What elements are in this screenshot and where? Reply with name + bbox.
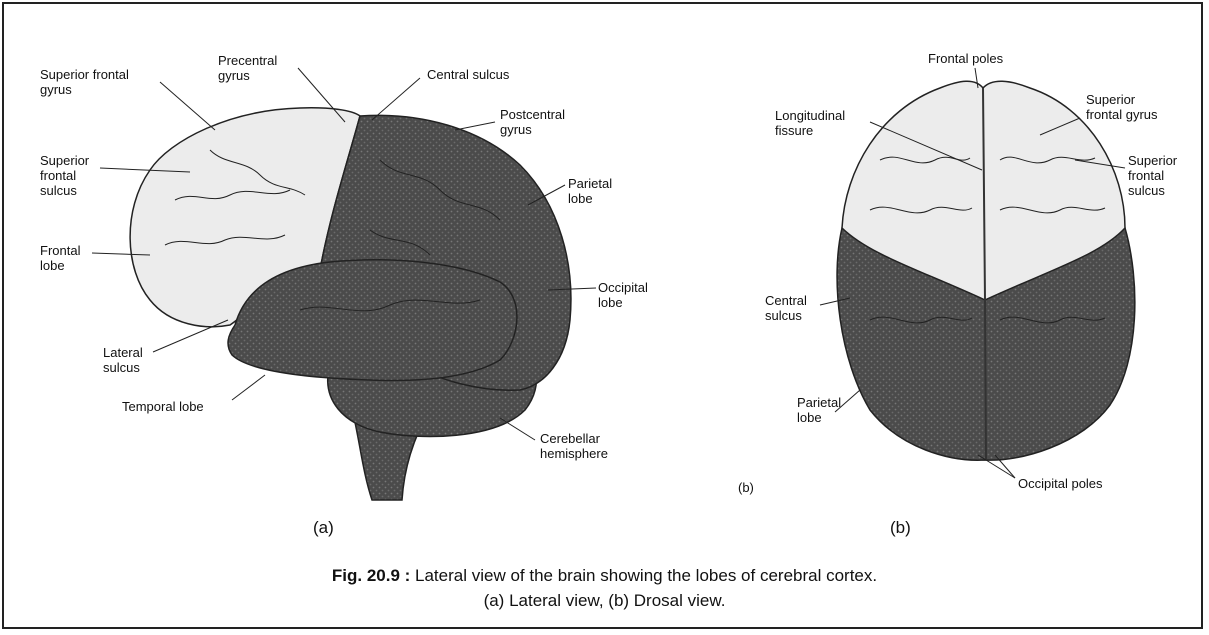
label-line: gyrus: [40, 82, 72, 97]
label-line: gyrus: [500, 122, 532, 137]
label-line: sulcus: [103, 360, 140, 375]
label-line: Superior: [1128, 153, 1178, 168]
label-line: Parietal: [797, 395, 841, 410]
label-line: lobe: [568, 191, 593, 206]
label-line: gyrus: [218, 68, 250, 83]
label-line: Central sulcus: [427, 67, 510, 82]
label-frontal-poles: Frontal poles: [928, 51, 1004, 66]
label-line: Longitudinal: [775, 108, 845, 123]
label-line: Frontal: [40, 243, 81, 258]
label-line: sulcus: [1128, 183, 1165, 198]
label-line: fissure: [775, 123, 813, 138]
lateral-view-brain: [130, 108, 571, 500]
label-line: frontal: [40, 168, 76, 183]
figure-caption-line-2: (a) Lateral view, (b) Drosal view.: [0, 591, 1209, 611]
label-line: Cerebellar: [540, 431, 601, 446]
label-central-sulcus: Central sulcus: [427, 67, 510, 82]
label-line: Parietal: [568, 176, 612, 191]
label-line: Central: [765, 293, 807, 308]
label-line: sulcus: [40, 183, 77, 198]
label-line: Precentral: [218, 53, 277, 68]
label-line: Postcentral: [500, 107, 565, 122]
figure-caption-line-1: Fig. 20.9 : Lateral view of the brain sh…: [0, 566, 1209, 586]
panel-a-label: (a): [313, 518, 334, 537]
label-line: lobe: [598, 295, 623, 310]
label-line: Occipital poles: [1018, 476, 1103, 491]
label-line: Temporal lobe: [122, 399, 204, 414]
label-line: Superior: [1086, 92, 1136, 107]
label-line: Frontal poles: [928, 51, 1004, 66]
label-line: lobe: [40, 258, 65, 273]
label-occipital-poles: Occipital poles: [1018, 476, 1103, 491]
dorsal-view-brain: [837, 81, 1135, 460]
label-line: sulcus: [765, 308, 802, 323]
label-line: Lateral: [103, 345, 143, 360]
panel-b-label: (b): [890, 518, 911, 537]
label-temporal-lobe: Temporal lobe: [122, 399, 204, 414]
label-line: Superior frontal: [40, 67, 129, 82]
label-line: frontal: [1128, 168, 1164, 183]
label-line: Superior: [40, 153, 90, 168]
label-line: frontal gyrus: [1086, 107, 1158, 122]
label-line: Occipital: [598, 280, 648, 295]
caption-text: Lateral view of the brain showing the lo…: [410, 566, 877, 585]
label-line: lobe: [797, 410, 822, 425]
figure-number: Fig. 20.9 :: [332, 566, 410, 585]
label-line: hemisphere: [540, 446, 608, 461]
panel-b-inset-label: (b): [738, 480, 754, 495]
